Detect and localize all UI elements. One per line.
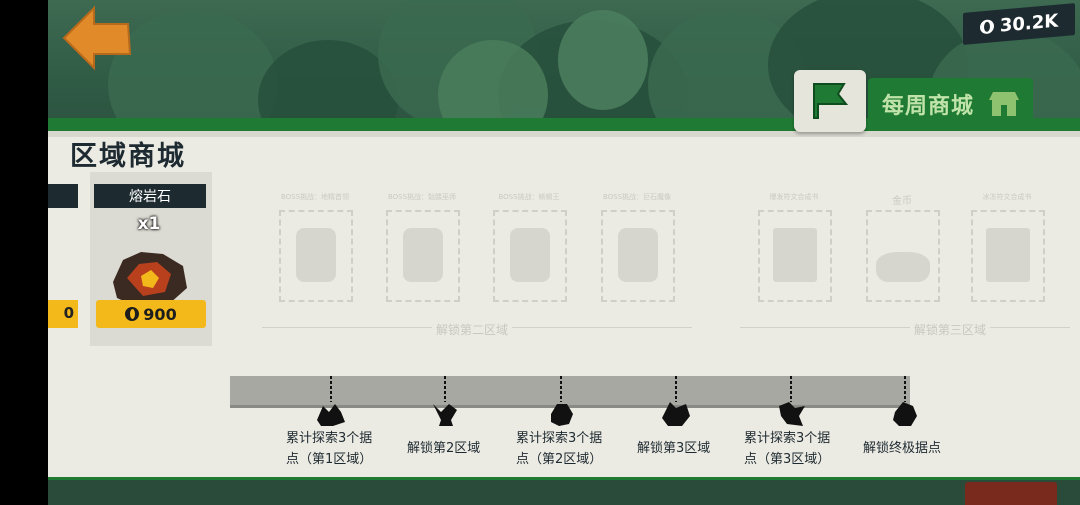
back-arrow-icon — [62, 5, 132, 71]
locked-item-silhouette — [510, 228, 550, 282]
bottom-badge — [965, 482, 1057, 505]
locked-slot — [279, 210, 353, 302]
scroll-silhouette — [986, 228, 1030, 282]
milestone-reward-icon[interactable] — [889, 398, 921, 428]
locked-item-silhouette — [618, 228, 658, 282]
flag-icon — [813, 83, 849, 119]
milestone-label: 解锁第2区域 — [407, 438, 480, 459]
milestone-reward-icon[interactable] — [545, 398, 577, 428]
lava-stone-icon — [113, 252, 187, 306]
chain — [904, 376, 906, 402]
locked-slot — [601, 210, 675, 302]
locked-slot-label: 爆发符文合成书 — [769, 193, 819, 201]
locked-slot — [971, 210, 1045, 302]
coin-icon — [125, 307, 140, 321]
locked-slot — [386, 210, 460, 302]
locked-slot-label: BOSS挑战：骷髅巫师 — [387, 193, 457, 201]
currency-amount: 30.2K — [999, 10, 1059, 37]
locked-slot — [866, 210, 940, 302]
milestone-reward-icon[interactable] — [429, 398, 461, 428]
chain — [330, 376, 332, 402]
chain — [560, 376, 562, 402]
milestone-label-line: 点（第2区域） — [516, 452, 603, 467]
locked-slot-label: BOSS挑战：地精首领 — [280, 193, 350, 201]
page-title: 区域商城 — [70, 141, 186, 172]
locked-slot — [493, 210, 567, 302]
milestone-label: 累计探索3个据 点（第1区域） — [286, 428, 372, 470]
milestone-label-line: 点（第3区域） — [744, 452, 831, 467]
milestone-label-line: 累计探索3个据 — [516, 431, 603, 446]
back-arrow-button[interactable] — [60, 2, 134, 72]
scroll-silhouette — [773, 228, 817, 282]
milestone-reward-icon[interactable] — [775, 398, 807, 428]
buy-price-button[interactable]: 900 — [96, 300, 206, 328]
board-edge — [48, 131, 1080, 137]
milestone-label-line: 解锁第3区域 — [637, 441, 711, 456]
previous-item-price-fragment: 0 — [63, 304, 74, 322]
item-price: 900 — [143, 304, 177, 324]
coin-pile-silhouette — [876, 252, 930, 282]
milestone-label-line: 累计探索3个据 — [286, 431, 373, 446]
locked-slot-label: BOSS挑战：蜥蜴王 — [498, 193, 560, 201]
weekly-shop-label: 每周商城 — [882, 94, 975, 119]
milestone-label: 累计探索3个据 点（第3区域） — [744, 428, 830, 470]
locked-slot-label: BOSS挑战：巨石魔像 — [602, 193, 672, 201]
milestone-label: 累计探索3个据 点（第2区域） — [516, 428, 602, 470]
store-icon — [989, 92, 1019, 116]
milestone-label: 解锁第3区域 — [637, 438, 710, 459]
shop-item-card[interactable]: 熔岩石 x1 900 — [90, 172, 212, 346]
milestone-label-line: 累计探索3个据 — [744, 431, 831, 446]
milestone-progress-bar — [230, 376, 910, 408]
locked-item-silhouette — [296, 228, 336, 282]
locked-slot-label: 金币 — [892, 196, 912, 207]
region-shop-tab[interactable] — [794, 70, 866, 132]
milestone-reward-icon[interactable] — [315, 398, 347, 428]
chain — [444, 376, 446, 402]
locked-slot — [758, 210, 832, 302]
milestone-label-line: 点（第1区域） — [286, 452, 373, 467]
milestone-label-line: 解锁第2区域 — [407, 441, 481, 456]
locked-slot-label: 冰冻符文合成书 — [982, 193, 1032, 201]
divider-line — [740, 327, 1070, 328]
item-name: 熔岩石 — [94, 184, 206, 208]
chain — [675, 376, 677, 402]
bottom-background — [48, 478, 1080, 505]
weekly-shop-tab[interactable]: 每周商城 — [868, 78, 1033, 130]
milestone-label: 解锁终极据点 — [863, 438, 941, 459]
item-quantity: x1 — [137, 214, 161, 234]
screen-edge — [0, 0, 48, 505]
milestone-reward-icon[interactable] — [660, 398, 692, 428]
previous-item-header — [48, 184, 78, 208]
unlock-region-3-text: 解锁第三区域 — [910, 321, 991, 338]
previous-item-price: 0 — [48, 300, 78, 328]
previous-item-card[interactable]: 0 — [48, 184, 78, 330]
coin-icon — [979, 19, 994, 35]
milestone-label-line: 解锁终极据点 — [863, 441, 942, 456]
locked-item-silhouette — [403, 228, 443, 282]
chain — [790, 376, 792, 402]
unlock-region-2-text: 解锁第二区域 — [432, 321, 513, 338]
